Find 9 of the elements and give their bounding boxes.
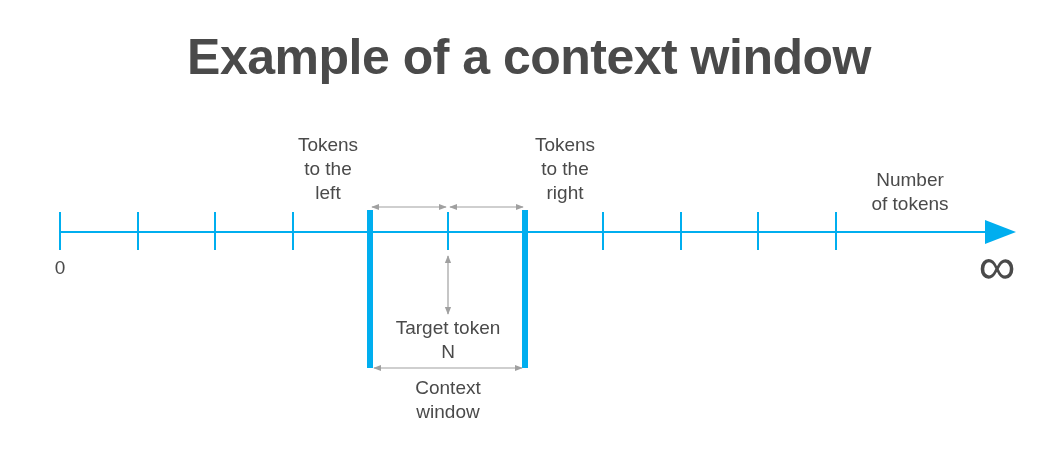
tick-label: 0 <box>53 256 67 280</box>
double-arrow <box>444 255 452 315</box>
node-label: Target token N <box>394 316 502 364</box>
axis-label: Number of tokens <box>870 168 950 216</box>
tick-label: ∞ <box>977 240 1017 292</box>
axis-label: Tokens to the left <box>296 133 360 205</box>
axis-label: Context window <box>414 376 482 424</box>
diagram-title: Example of a context window <box>186 28 873 86</box>
axis-label: Tokens to the right <box>533 133 597 205</box>
